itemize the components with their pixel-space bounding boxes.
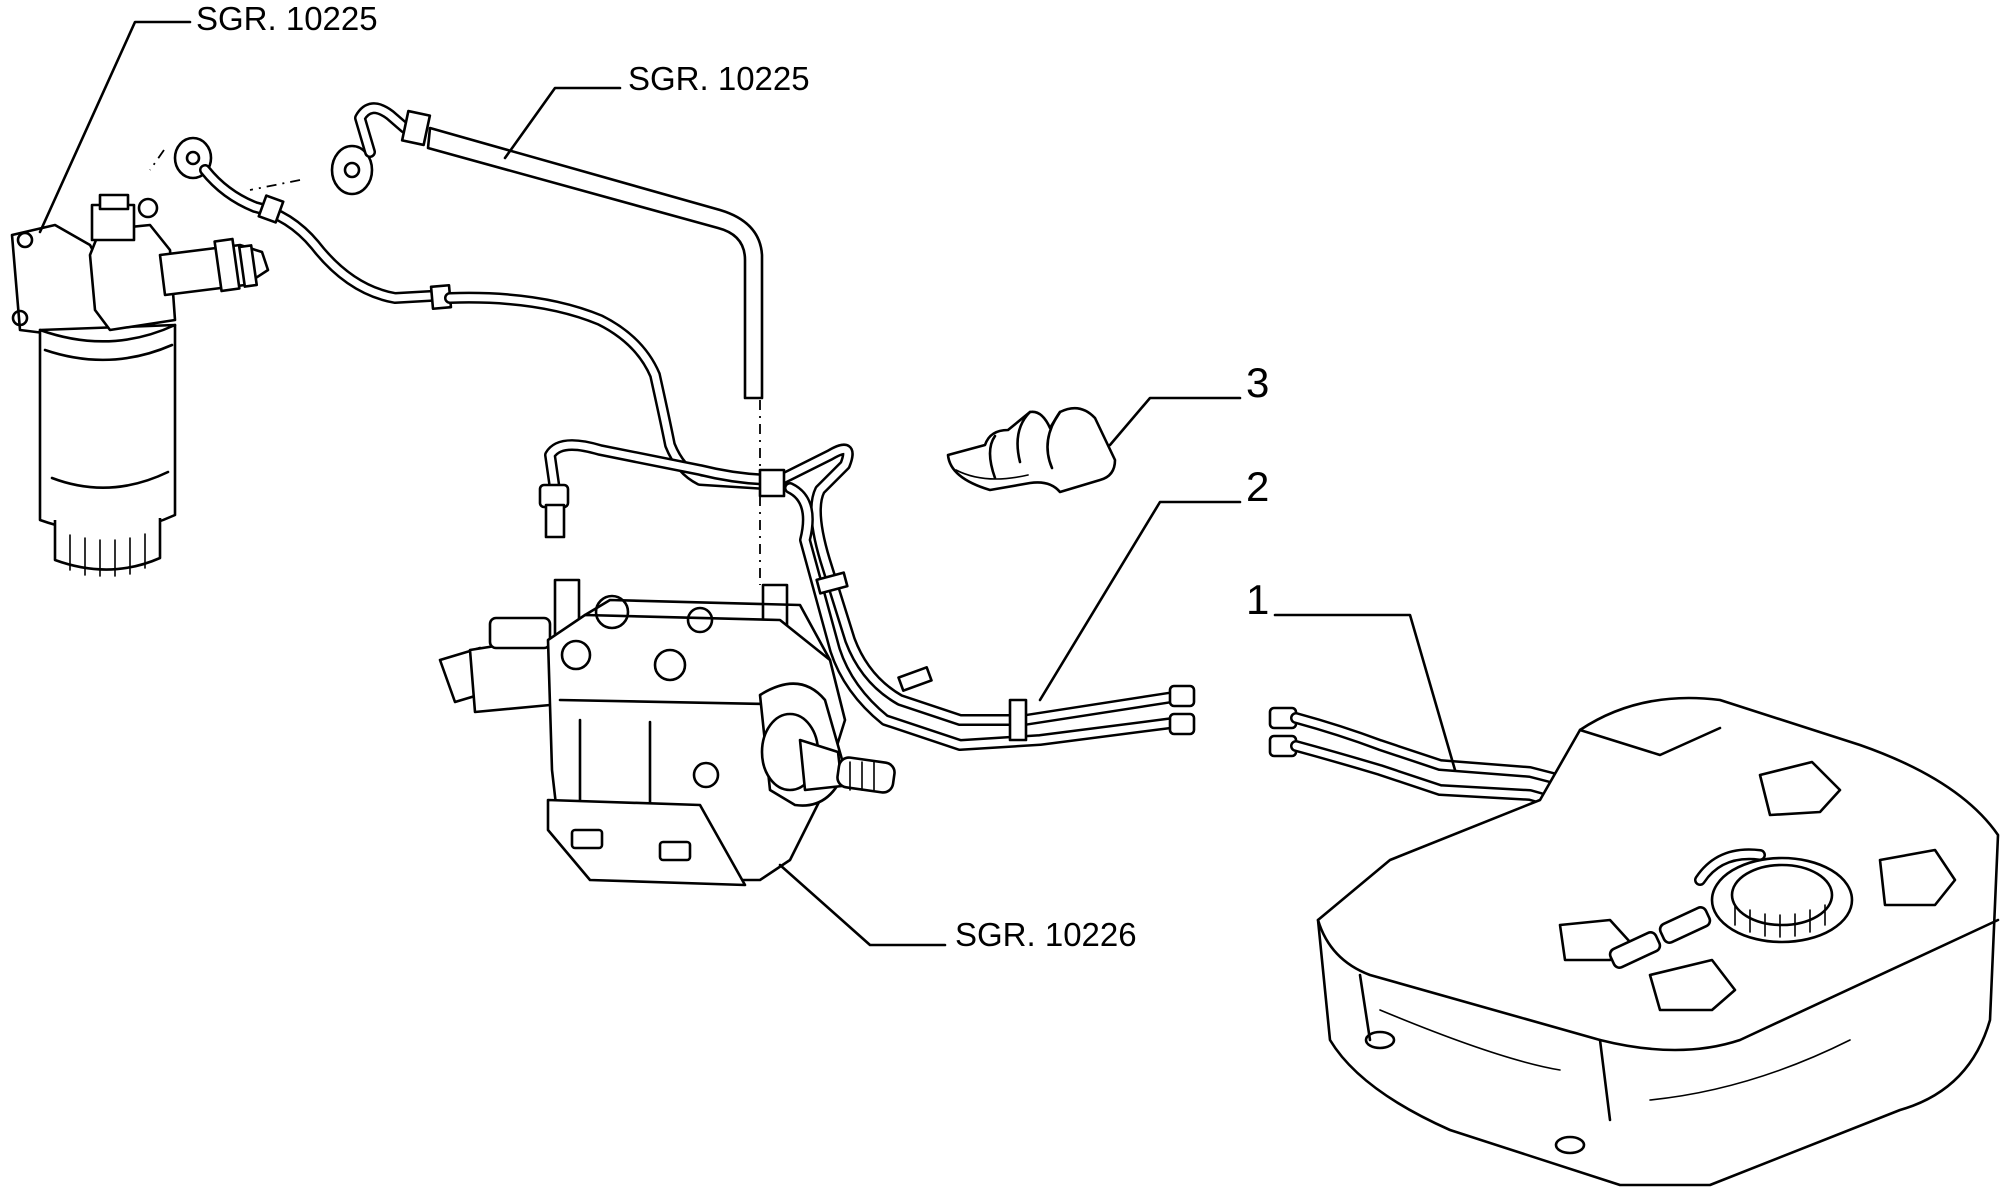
return-pipe [149, 102, 764, 400]
filter-supply-pipe [173, 136, 786, 491]
fuel-filter [10, 193, 270, 577]
pump-ref-label: SGR. 10226 [955, 916, 1137, 953]
item-3-label: 3 [1246, 359, 1270, 406]
return-pipe-ref-label: SGR. 10225 [628, 60, 810, 97]
fuel-tank [1316, 696, 2000, 1187]
central-pipe-run [538, 400, 1196, 751]
filter-ref-label: SGR. 10225 [196, 0, 378, 37]
item-1-label: 1 [1246, 576, 1270, 623]
item-2-label: 2 [1246, 463, 1270, 510]
pipe-clip [946, 406, 1117, 494]
high-pressure-pump [438, 578, 896, 887]
leader-lines [38, 20, 1457, 947]
